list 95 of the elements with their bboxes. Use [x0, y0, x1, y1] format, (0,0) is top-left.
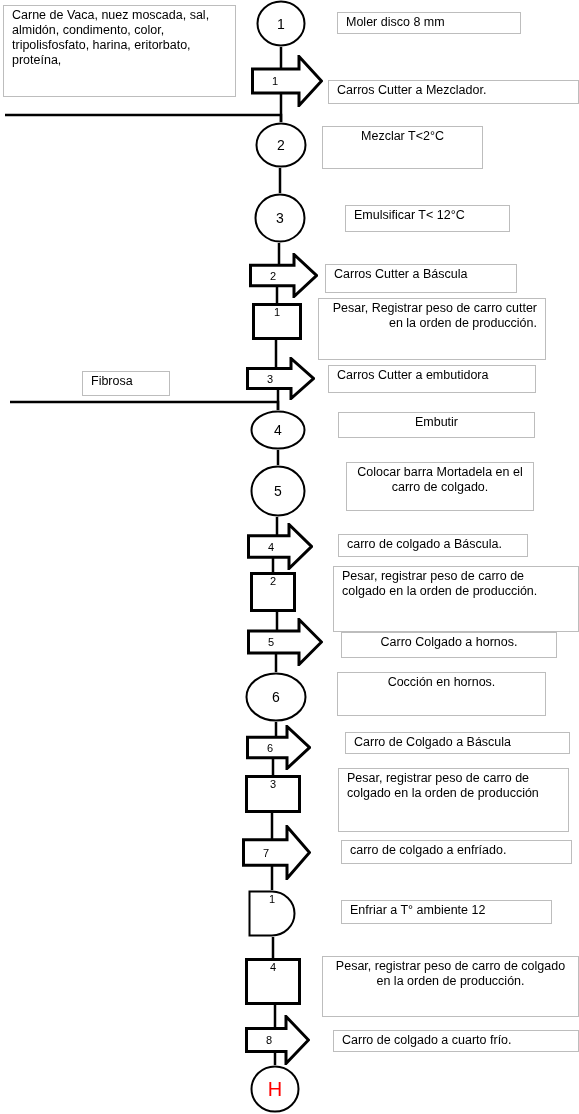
flow-line: [270, 865, 274, 890]
description-text: Colocar barra Mortadela en el carro de colgado.: [356, 465, 524, 495]
transport-symbol: [246, 357, 315, 400]
description-box: [341, 632, 557, 658]
flow-line: [273, 1005, 277, 1029]
flow-line: [271, 937, 275, 958]
flow-line: [277, 243, 281, 266]
step-number: 5: [273, 484, 283, 498]
step-number: H: [266, 1079, 284, 1099]
step-number: 4: [268, 962, 278, 973]
transport-symbol: [247, 523, 313, 570]
step-number: 6: [265, 742, 275, 753]
step-number: 2: [268, 576, 278, 587]
description-text: carro de colgado a enfríado.: [350, 843, 508, 858]
transport-symbol: [245, 1015, 310, 1065]
description-box: [3, 5, 236, 97]
transport-symbol: [247, 618, 323, 666]
step-number: 3: [268, 779, 278, 790]
description-box: [333, 1030, 579, 1052]
inspection-square: [245, 775, 301, 813]
description-text: Carro de Colgado a Báscula: [354, 735, 513, 750]
inspection-square: [252, 303, 302, 340]
transport-symbol: [246, 725, 311, 770]
description-box: [338, 412, 535, 438]
flow-line: [275, 517, 279, 536]
description-text: carro de colgado a Báscula.: [347, 537, 503, 552]
description-box: [328, 80, 579, 104]
description-text: Cocción en hornos.: [386, 675, 497, 690]
operation-circle: [256, 0, 306, 47]
description-text: Carne de Vaca, nuez moscada, sal, almidón, condimento, color, tripolisfosfato, harina, eritorbato, proteína,: [12, 8, 211, 68]
step-number: 1: [270, 75, 280, 87]
description-box: [345, 205, 510, 232]
operation-circle: [255, 122, 307, 168]
step-number: 2: [268, 270, 278, 281]
description-box: [346, 462, 534, 511]
description-box: [82, 371, 170, 396]
operation-circle: [254, 193, 306, 243]
description-text: Carro Colgado a hornos.: [379, 635, 519, 650]
flow-line: [5, 113, 283, 122]
step-number: 3: [265, 373, 275, 384]
step-number: 7: [261, 847, 271, 858]
flow-line: [10, 400, 280, 410]
description-box: [333, 566, 579, 632]
description-text: Moler disco 8 mm: [346, 15, 446, 30]
step-number: 5: [266, 636, 276, 648]
description-box: [318, 298, 546, 360]
description-text: Pesar, registrar peso de carro de colgado en la orden de producción.: [334, 959, 567, 989]
step-number: 8: [264, 1034, 274, 1046]
flow-line: [279, 47, 283, 70]
step-number: 4: [273, 423, 283, 437]
description-box: [341, 840, 572, 864]
description-box: [338, 534, 528, 557]
description-text: Mezclar T<2°C: [360, 129, 445, 144]
description-text: Pesar, registrar peso de carro de colgado en la orden de producción: [347, 771, 540, 801]
description-text: Carros Cutter a embutidora: [337, 368, 490, 383]
description-text: Carros Cutter a Báscula: [334, 267, 469, 282]
description-box: [345, 732, 570, 754]
operation-circle: [250, 410, 306, 450]
step-number: 2: [276, 138, 286, 152]
description-box: [322, 956, 579, 1017]
description-box: [328, 365, 536, 393]
flow-line: [274, 653, 278, 672]
inspection-square: [245, 958, 301, 1005]
description-box: [337, 672, 546, 716]
operation-circle: [245, 672, 307, 722]
transport-symbol: [249, 253, 318, 298]
description-text: Enfriar a T° ambiente 12: [350, 903, 487, 918]
operation-circle: [250, 465, 306, 517]
description-box: [325, 264, 517, 293]
flow-line: [274, 340, 278, 369]
flow-line: [278, 168, 282, 193]
description-text: Carros Cutter a Mezclador.: [337, 83, 488, 98]
step-number: 6: [271, 690, 281, 704]
description-text: Pesar, Registrar peso de carro cutter en la orden de producción.: [331, 301, 537, 331]
description-text: Fibrosa: [91, 374, 134, 389]
step-number: 1: [272, 307, 282, 318]
description-text: Pesar, registrar peso de carro de colgado en la orden de producción.: [342, 569, 539, 599]
step-number: 3: [275, 211, 285, 225]
delay-symbol: [248, 890, 296, 937]
description-box: [341, 900, 552, 924]
description-box: [322, 126, 483, 169]
operation-circle: [250, 1065, 300, 1113]
inspection-square: [250, 572, 296, 612]
transport-symbol: [242, 825, 311, 880]
description-text: Embutir: [413, 415, 460, 430]
transport-symbol: [251, 55, 323, 107]
flow-line: [270, 813, 274, 840]
description-text: Emulsificar T< 12°C: [354, 208, 466, 223]
description-box: [337, 12, 521, 34]
flow-line: [275, 612, 279, 631]
step-number: 1: [276, 16, 286, 31]
description-box: [338, 768, 569, 832]
description-text: Carro de colgado a cuarto frío.: [342, 1033, 513, 1048]
step-number: 4: [266, 541, 276, 552]
step-number: 1: [267, 894, 277, 905]
